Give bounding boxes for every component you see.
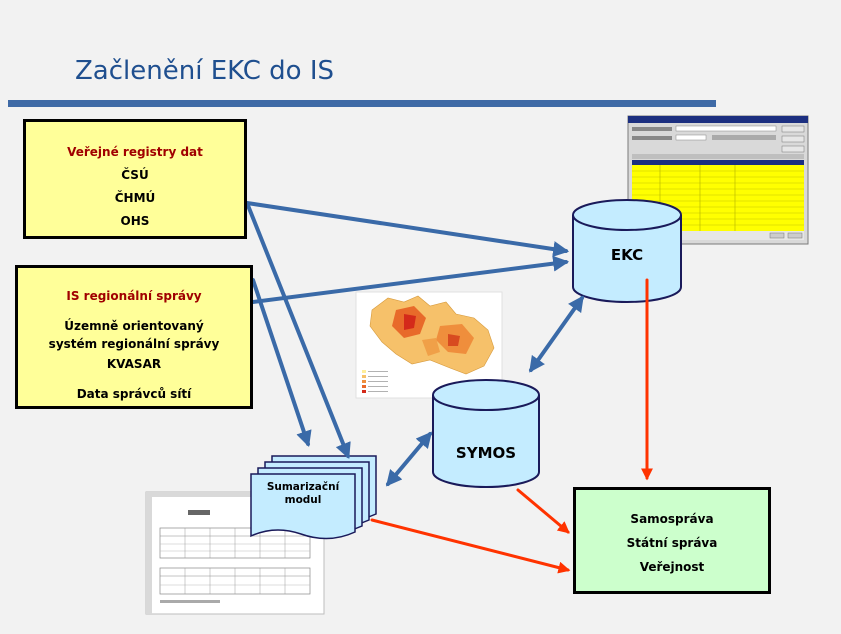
- summary-module-shape: [250, 455, 377, 540]
- summary-module-line2: modul: [284, 494, 322, 506]
- blue-arrows: [245, 201, 584, 487]
- ekc-database-cylinder: [572, 199, 682, 303]
- public-registries-box: Veřejné registry dat ČSÚ ČHMÚ OHS: [23, 119, 247, 239]
- regional-is-item: KVASAR: [106, 357, 162, 371]
- consumer-item: Samospráva: [630, 512, 714, 526]
- arrow-module-to-consumers: [370, 518, 571, 574]
- symos-database-cylinder: [432, 379, 540, 488]
- ekc-app-screenshot: [627, 115, 809, 245]
- arrow-regional-to-ekc: [251, 255, 570, 304]
- report-spreadsheet-image: [145, 491, 325, 615]
- arrow-symos-to-consumers: [516, 488, 570, 534]
- consumers-box: Samospráva Státní správa Veřejnost: [573, 487, 771, 594]
- consumer-item: Veřejnost: [639, 560, 705, 574]
- registry-item: ČHMÚ: [114, 191, 156, 205]
- regional-is-heading: IS regionální správy: [66, 289, 202, 303]
- registry-item: OHS: [120, 214, 150, 228]
- regional-is-item: Územně orientovaný: [64, 319, 204, 333]
- symos-label: SYMOS: [455, 444, 517, 462]
- regional-is-item: Data správců sítí: [76, 387, 192, 401]
- arrow-registries-to-module: [245, 201, 351, 459]
- regional-is-box: IS regionální správy Územně orientovaný …: [15, 265, 253, 409]
- arrow-registries-to-ekc: [245, 201, 570, 258]
- slide-title: Začlenění EKC do IS: [75, 56, 335, 86]
- regional-map-image: [355, 291, 503, 399]
- public-registries-heading: Veřejné registry dat: [67, 145, 203, 159]
- registry-item: ČSÚ: [121, 168, 149, 182]
- consumer-item: Státní správa: [626, 536, 718, 550]
- title-rule: [8, 100, 716, 107]
- red-arrows: [370, 278, 653, 574]
- ekc-label: EKC: [610, 246, 644, 264]
- regional-is-item: systém regionální správy: [48, 337, 220, 351]
- arrow-ekc-symos: [529, 295, 584, 373]
- arrow-module-symos: [385, 431, 433, 487]
- arrow-regional-to-module: [251, 278, 312, 448]
- summary-module-line1: Sumarizační: [266, 481, 340, 493]
- summary-module-label: Sumarizační modul: [251, 481, 355, 507]
